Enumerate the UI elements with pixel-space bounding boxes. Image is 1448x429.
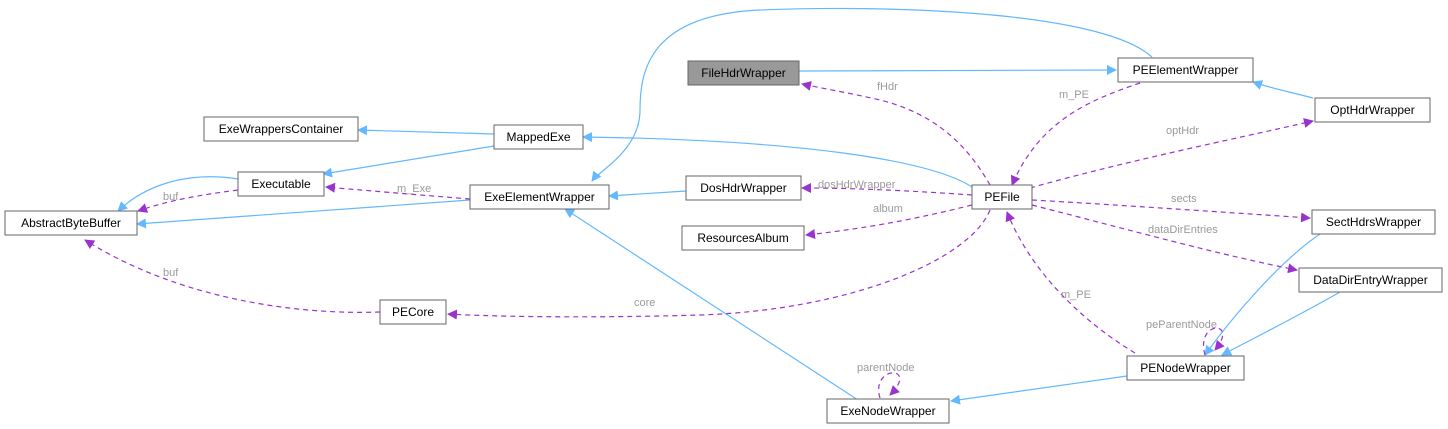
edge-label-core: core xyxy=(634,297,655,309)
node-mappedexe[interactable]: MappedExe xyxy=(493,124,584,150)
node-label: PEElementWrapper xyxy=(1133,63,1239,77)
edge-exeelementwrapper-abstractbytebuffer xyxy=(136,199,471,229)
node-label: ExeWrappersContainer xyxy=(219,122,344,136)
edge-mappedexe-executable xyxy=(322,145,495,178)
edge-pnodewrapper-exenodewrapper xyxy=(950,375,1128,405)
edge-buf-core xyxy=(84,239,381,313)
node-label: SectHdrsWrapper xyxy=(1326,215,1421,229)
edge-album xyxy=(805,204,973,239)
edge-opthdr xyxy=(1029,118,1314,189)
node-label: Executable xyxy=(251,177,311,191)
edge-doshdrwrapper-exeelementwrapper xyxy=(608,190,687,201)
edge-label-buf-core: buf xyxy=(163,267,179,279)
edge-label-buf-exec: buf xyxy=(163,191,179,203)
node-label: FileHdrWrapper xyxy=(701,66,785,80)
edge-datadirentrywrapper-penodewrapper xyxy=(1221,291,1341,356)
inheritance-edges xyxy=(117,7,1341,405)
node-label: DataDirEntryWrapper xyxy=(1313,273,1427,287)
edge-label-m-pe-top: m_PE xyxy=(1059,89,1089,101)
node-label: PECore xyxy=(392,305,434,319)
edge-pelementwrapper-exeelementwrapper xyxy=(591,7,1153,182)
edge-label-doshdrwrapper: dosHdrWrapper xyxy=(818,179,896,191)
nodes: FileHdrWrapper PEElementWrapper OptHdrWr… xyxy=(4,57,1443,424)
node-label: ExeElementWrapper xyxy=(484,190,595,204)
node-label: ExeNodeWrapper xyxy=(840,404,935,418)
edge-filehdrwrapper-pelementwrapper xyxy=(798,65,1117,76)
edge-label-m-pe-bottom: m_PE xyxy=(1061,289,1091,301)
node-executable[interactable]: Executable xyxy=(237,171,325,197)
edge-exenodewrapper-exeelementwrapper xyxy=(564,208,859,401)
edge-pefile-mappedexe xyxy=(582,132,973,188)
edge-m-pe-bottom xyxy=(1005,211,1136,354)
edge-executable-abstractbytebuffer xyxy=(117,176,239,212)
node-label: PENodeWrapper xyxy=(1140,361,1231,375)
node-doshdrwrapper[interactable]: DosHdrWrapper xyxy=(685,175,802,201)
edge-peparentnode xyxy=(1202,327,1225,356)
edge-m-pe-top xyxy=(1010,82,1141,186)
edge-buf-exec xyxy=(137,189,239,213)
node-pecore[interactable]: PECore xyxy=(379,299,447,325)
edge-labels: fHdr m_PE optHdr m_Exe buf dosHdrWrapper… xyxy=(163,81,1218,374)
node-label: PEFile xyxy=(984,190,1020,204)
node-secthdrswrapper[interactable]: SectHdrsWrapper xyxy=(1311,209,1436,235)
edge-label-album: album xyxy=(873,203,903,215)
usage-edges xyxy=(84,81,1314,399)
edge-label-peparentnode: peParentNode xyxy=(1146,319,1217,331)
edge-label-datadirentries: dataDirEntries xyxy=(1148,224,1218,236)
edge-mappedexe-exewrapperscontainer xyxy=(357,125,495,136)
edge-label-fhdr: fHdr xyxy=(877,81,898,93)
edge-opthdrwrapper-pelementwrapper xyxy=(1252,80,1314,99)
node-label: MappedExe xyxy=(506,130,570,144)
node-pelementwrapper[interactable]: PEElementWrapper xyxy=(1117,57,1254,83)
node-abstractbytebuffer[interactable]: AbstractByteBuffer xyxy=(4,210,138,236)
edge-fhdr xyxy=(801,81,991,186)
edge-datadirentries xyxy=(1031,204,1298,274)
node-opthdrwrapper[interactable]: OptHdrWrapper xyxy=(1314,97,1431,123)
node-datadirentrywrapper[interactable]: DataDirEntryWrapper xyxy=(1298,267,1443,293)
edge-core xyxy=(447,209,991,320)
node-exewrapperscontainer[interactable]: ExeWrappersContainer xyxy=(203,116,359,142)
node-resourcesalbum[interactable]: ResourcesAlbum xyxy=(681,225,805,251)
edge-label-opthdr: optHdr xyxy=(1166,125,1199,137)
node-exeelementwrapper[interactable]: ExeElementWrapper xyxy=(469,184,610,210)
node-exenodewrapper[interactable]: ExeNodeWrapper xyxy=(826,398,950,424)
node-pefile[interactable]: PEFile xyxy=(971,184,1033,210)
node-filehdrwrapper[interactable]: FileHdrWrapper xyxy=(687,60,800,86)
edge-sects xyxy=(1031,199,1311,223)
edge-label-sects: sects xyxy=(1171,193,1197,205)
node-label: DosHdrWrapper xyxy=(700,181,786,195)
node-penodewrapper[interactable]: PENodeWrapper xyxy=(1126,355,1245,381)
node-label: ResourcesAlbum xyxy=(697,231,788,245)
edge-doshdrwrapper xyxy=(801,183,973,196)
edge-label-m-exe: m_Exe xyxy=(397,183,431,195)
edge-label-parentnode: parentNode xyxy=(857,362,915,374)
node-label: OptHdrWrapper xyxy=(1330,103,1414,117)
edge-parentnode xyxy=(878,372,901,399)
node-label: AbstractByteBuffer xyxy=(21,216,121,230)
